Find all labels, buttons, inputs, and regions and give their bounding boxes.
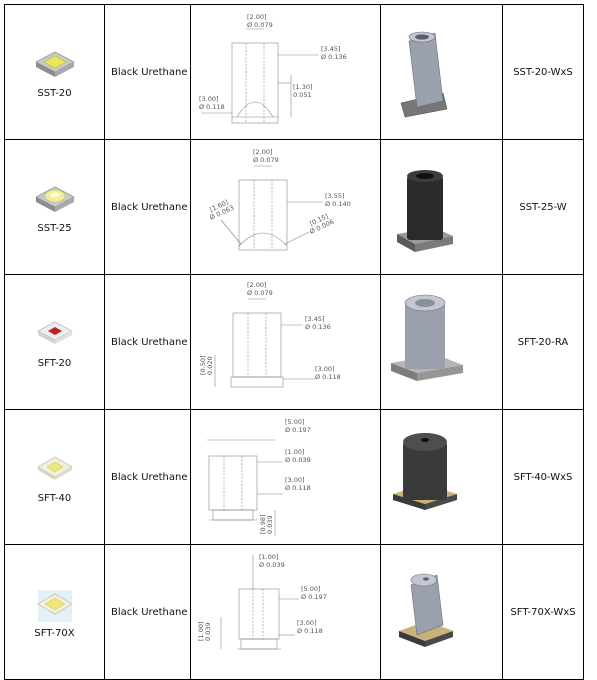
led-cell: SFT-40 [4,409,105,545]
led-sft40-image [36,456,73,480]
dim-label: Ø 0.118 [297,627,323,635]
lightpipe-3d-render [391,294,463,381]
table-row: SST-25 Black Urethane [2.0 [4,139,584,275]
led-sst20-image [34,51,75,77]
dim-label: 0.039 [266,515,274,534]
drawing-cell: [1.00] Ø 0.039 [5.00] Ø 0.197 [3.00] Ø 0… [190,544,381,680]
dim-label: [2.00] [253,148,273,156]
led-cell: SST-20 [4,4,105,140]
dim-label: Ø 0.118 [199,103,225,111]
dim-label: [1.00] [285,448,305,456]
dim-label: [0.98] [259,514,267,534]
dim-label: [5.00] [285,418,305,426]
led-name: SFT-20 [37,357,72,369]
drawing-cell: [2.00] Ø 0.079 [3.55] Ø 0.140 [1.60] Ø 0… [190,139,381,275]
lightpipe-3d-render [393,433,457,510]
led-cell: SFT-70X [4,544,105,680]
part-number-cell: SFT-40-WxS [502,409,584,545]
dim-label: Ø 0.039 [285,456,311,464]
dim-label: Ø 0.039 [259,561,285,569]
led-name: SFT-70X [34,627,75,639]
dim-label: [3.45] [305,315,325,323]
dim-label: [2.00] [247,13,267,21]
table-row: SFT-70X Black Urethane [4,544,584,680]
part-number-cell: SST-25-W [502,139,584,275]
dim-label: Ø 0.118 [285,484,311,492]
part-number-cell: SFT-70X-WxS [502,544,584,680]
light-pipe-table: SST-20 Black Urethane [4,4,584,680]
dim-label: [0.50] [199,355,207,375]
dim-label: [3.00] [315,365,335,373]
led-cell: SST-25 [4,139,105,275]
lightpipe-3d-render [400,31,448,118]
led-name: SFT-40 [37,492,72,504]
dim-label: 0.020 [206,356,214,375]
part-number-cell: SST-20-WxS [502,4,584,140]
material-cell: Black Urethane [104,4,191,140]
dim-label: Ø 0.079 [253,156,279,164]
dim-label: 0.039 [204,622,212,641]
dim-label: Ø 0.118 [315,373,341,381]
dimension-drawing: [5.00] Ø 0.197 [1.00] Ø 0.039 [3.00] Ø 0… [207,418,311,536]
dim-label: [1.00] [197,621,205,641]
model-cell [380,274,503,410]
dim-label: [3.45] [321,45,341,53]
model-cell [380,544,503,680]
material-cell: Black Urethane [104,274,191,410]
drawing-cell: [2.00] Ø 0.079 [3.45] Ø 0.136 [3.00] Ø 0… [190,274,381,410]
dim-label: Ø 0.197 [301,593,327,601]
dimension-drawing: [1.00] Ø 0.039 [5.00] Ø 0.197 [3.00] Ø 0… [197,553,327,650]
led-sst25-image [34,186,75,212]
lightpipe-3d-render [399,573,453,647]
dim-label: [3.00] [285,476,305,484]
dim-label: Ø 0.197 [285,426,311,434]
drawing-cell: [2.00] Ø 0.079 [3.45] Ø 0.136 [3.00] Ø 0… [190,4,381,140]
dim-label: [3.55] [325,192,345,200]
dim-label: 0.051 [293,91,312,99]
dim-label: [3.00] [199,95,219,103]
led-name: SST-20 [37,87,72,99]
material-cell: Black Urethane [104,409,191,545]
led-sft20-image [36,321,73,344]
part-number-cell: SFT-20-RA [502,274,584,410]
dim-label: Ø 0.140 [325,200,351,208]
model-cell [380,139,503,275]
drawing-cell: [5.00] Ø 0.197 [1.00] Ø 0.039 [3.00] Ø 0… [190,409,381,545]
dimension-drawing: [2.00] Ø 0.079 [3.55] Ø 0.140 [1.60] Ø 0… [208,148,351,251]
material-cell: Black Urethane [104,139,191,275]
table-row: SFT-40 Black Urethane [4,409,584,545]
model-cell [380,409,503,545]
table-row: SFT-20 Black Urethane [2.0 [4,274,584,410]
dim-label: [1.00] [259,553,279,561]
model-cell [380,4,503,140]
dim-label: Ø 0.136 [321,53,347,61]
dim-label: [1.30] [293,83,313,91]
dimension-drawing: [2.00] Ø 0.079 [3.45] Ø 0.136 [3.00] Ø 0… [199,13,347,124]
led-name: SST-25 [37,222,72,234]
dim-label: Ø 0.136 [305,323,331,331]
led-sft70x-image [36,589,73,622]
dim-label: [5.00] [301,585,321,593]
table-row: SST-20 Black Urethane [4,4,584,140]
dimension-drawing: [2.00] Ø 0.079 [3.45] Ø 0.136 [3.00] Ø 0… [199,281,341,388]
lightpipe-3d-render [397,170,453,252]
led-cell: SFT-20 [4,274,105,410]
dim-label: Ø 0.079 [247,289,273,297]
material-cell: Black Urethane [104,544,191,680]
dim-label: [2.00] [247,281,267,289]
dim-label: Ø 0.079 [247,21,273,29]
dim-label: [3.00] [297,619,317,627]
